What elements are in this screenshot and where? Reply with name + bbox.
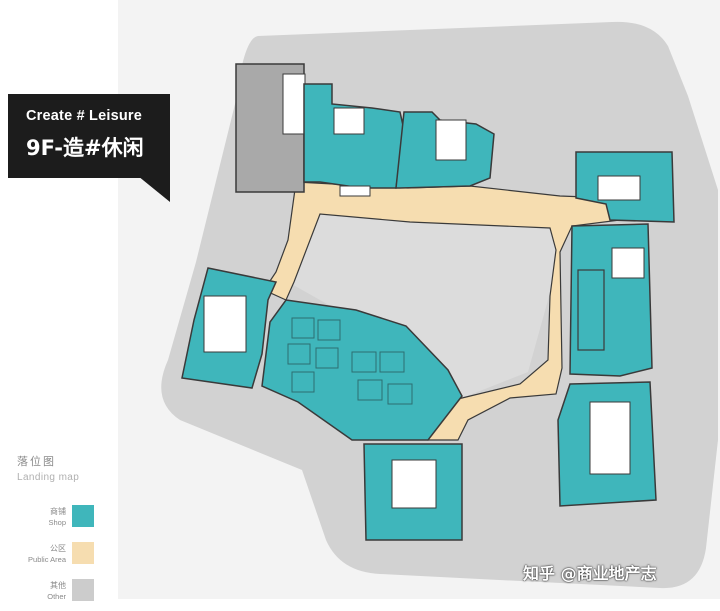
legend-label-cn: 商铺 bbox=[50, 507, 66, 516]
legend-label-en: Shop bbox=[48, 518, 66, 527]
legend-swatch-other bbox=[72, 579, 94, 601]
core-south bbox=[391, 459, 437, 509]
core-east-mid bbox=[611, 247, 645, 279]
escalator-east bbox=[577, 269, 605, 351]
title-card: Create # Leisure 9F-造#休闲 bbox=[8, 94, 170, 178]
legend-label-en: Other bbox=[47, 592, 66, 601]
core-north-2 bbox=[435, 119, 467, 161]
title-card-tail bbox=[138, 176, 170, 202]
shop-cinema bbox=[261, 299, 463, 441]
legend: 落位图 Landing map 商铺 Shop 公区 Public Area 其… bbox=[0, 445, 116, 601]
legend-label-cn: 公区 bbox=[50, 544, 66, 553]
escalator-north bbox=[339, 185, 371, 197]
cinema-seating bbox=[287, 317, 413, 405]
legend-label-en: Public Area bbox=[28, 555, 66, 564]
legend-item-shop: 商铺 Shop bbox=[0, 503, 116, 537]
title-cn: 9F-造#休闲 bbox=[26, 136, 144, 160]
core-west bbox=[203, 295, 247, 353]
legend-title: 落位图 bbox=[17, 455, 56, 468]
legend-subtitle: Landing map bbox=[17, 472, 80, 483]
other-block-core-1 bbox=[282, 73, 306, 135]
legend-label-cn: 其他 bbox=[50, 581, 66, 590]
core-north-1 bbox=[333, 107, 365, 135]
core-east-bottom bbox=[589, 401, 631, 475]
core-east-top bbox=[597, 175, 641, 201]
legend-item-public: 公区 Public Area bbox=[0, 540, 116, 574]
watermark: 知乎 @商业地产志 bbox=[523, 564, 657, 583]
legend-item-other: 其他 Other bbox=[0, 577, 116, 611]
atrium-void bbox=[288, 214, 560, 398]
title-en: Create # Leisure bbox=[26, 108, 143, 124]
legend-swatch-public bbox=[72, 542, 94, 564]
legend-swatch-shop bbox=[72, 505, 94, 527]
